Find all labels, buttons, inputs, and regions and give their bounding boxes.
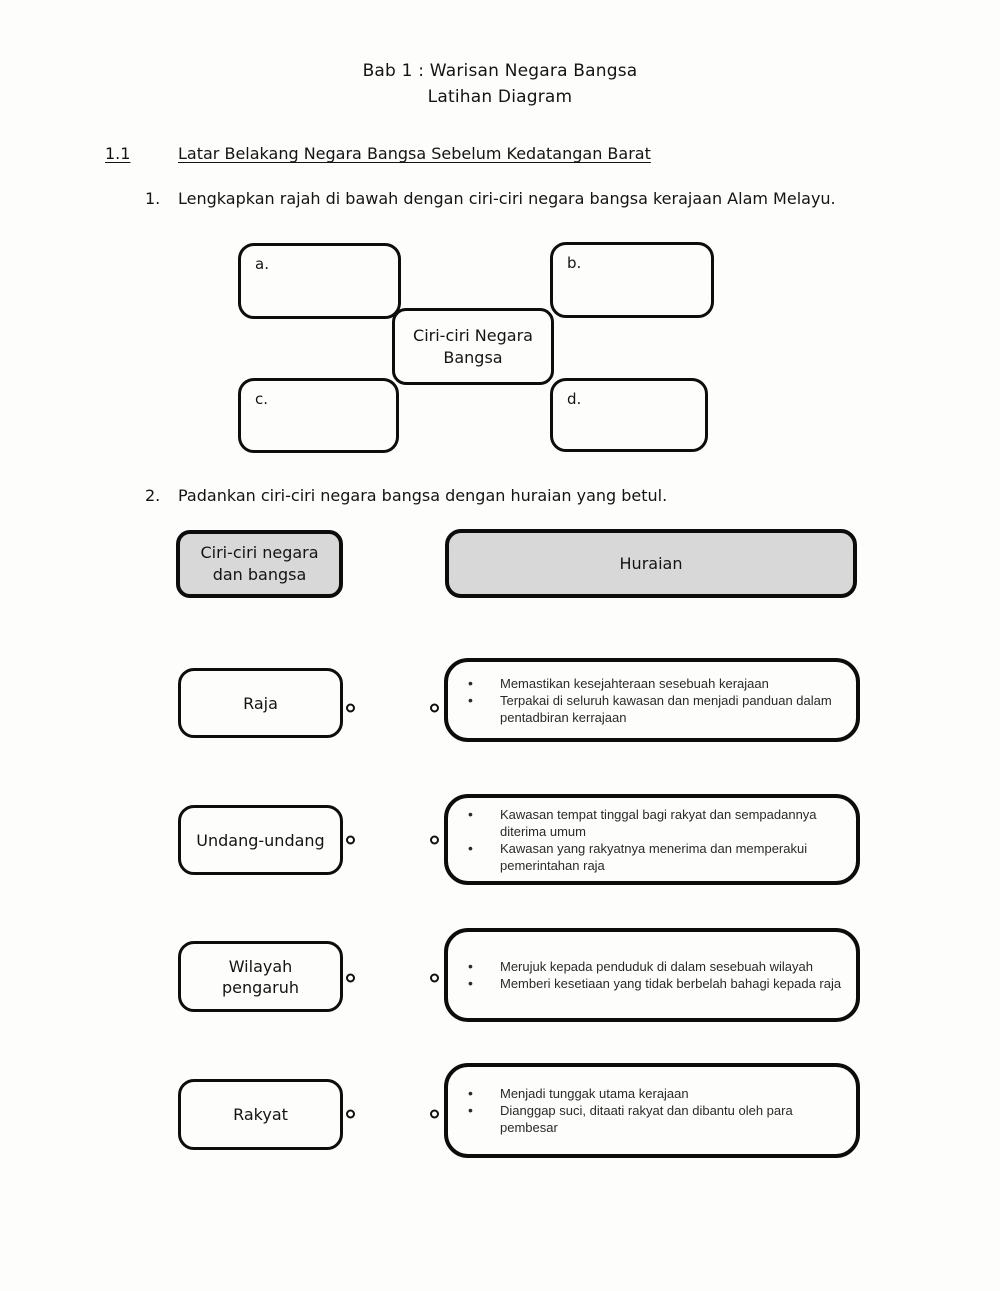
match-dot-left-1[interactable] [346, 703, 355, 713]
match-description-4: Menjadi tunggak utama kerajaan Dianggap … [444, 1063, 860, 1158]
match-description-1: Memastikan kesejahteraan sesebuah keraja… [444, 658, 860, 742]
section-heading: Latar Belakang Negara Bangsa Sebelum Ked… [178, 144, 651, 163]
description-bullet: Kawasan yang rakyatnya menerima dan memp… [462, 840, 848, 874]
diagram-box-b-label: b. [567, 254, 582, 272]
bullet-text: Dianggap suci, ditaati rakyat dan dibant… [500, 1103, 793, 1135]
question-1-text: Lengkapkan rajah di bawah dengan ciri-ci… [178, 189, 836, 208]
bullet-text: Merujuk kepada penduduk di dalam sesebua… [500, 959, 813, 974]
match-header-huraian: Huraian [445, 529, 857, 598]
match-label-wilayah-pengaruh: Wilayah pengaruh [178, 941, 343, 1012]
diagram-answer-box-b[interactable]: b. [550, 242, 714, 318]
diagram-center-label: Ciri-ciri Negara Bangsa [413, 325, 533, 367]
match-dot-right-3[interactable] [430, 973, 439, 983]
title-line-2: Latihan Diagram [427, 87, 573, 107]
match-label-rakyat: Rakyat [178, 1079, 343, 1150]
page-title: Bab 1 : Warisan Negara Bangsa Latihan Di… [0, 58, 1000, 110]
bullet-text: Memastikan kesejahteraan sesebuah keraja… [500, 675, 769, 691]
diagram-answer-box-d[interactable]: d. [550, 378, 708, 452]
match-dot-left-3[interactable] [346, 973, 355, 983]
description-bullet: Dianggap suci, ditaati rakyat dan dibant… [462, 1102, 848, 1136]
description-bullet: Memberi kesetiaan yang tidak berbelah ba… [462, 975, 848, 992]
match-header-criteria: Ciri-ciri negara dan bangsa [176, 530, 343, 598]
bullet-text: Kawasan tempat tinggal bagi rakyat dan s… [500, 806, 817, 839]
question-2-text: Padankan ciri-ciri negara bangsa dengan … [178, 486, 668, 505]
match-description-3: Merujuk kepada penduduk di dalam sesebua… [444, 928, 860, 1022]
description-bullet: Kawasan tempat tinggal bagi rakyat dan s… [462, 806, 848, 840]
bullet-text: Menjadi tunggak utama kerajaan [500, 1086, 689, 1101]
diagram-box-c-label: c. [255, 390, 269, 408]
description-bullet: Menjadi tunggak utama kerajaan [462, 1085, 848, 1102]
match-dot-right-4[interactable] [430, 1109, 439, 1119]
question-2-number: 2. [145, 486, 161, 505]
match-dot-right-2[interactable] [430, 835, 439, 845]
diagram-box-a-label: a. [255, 255, 269, 273]
match-dot-right-1[interactable] [430, 703, 439, 713]
diagram-center-box: Ciri-ciri Negara Bangsa [392, 308, 554, 385]
bullet-text: Memberi kesetiaan yang tidak berbelah ba… [500, 976, 842, 991]
match-dot-left-2[interactable] [346, 835, 355, 845]
bullet-text: Terpakai di seluruh kawasan dan menjadi … [500, 692, 832, 725]
title-line-1: Bab 1 : Warisan Negara Bangsa [362, 61, 638, 81]
match-label-undang-undang: Undang-undang [178, 805, 343, 875]
description-bullet: Merujuk kepada penduduk di dalam sesebua… [462, 958, 848, 975]
question-1-number: 1. [145, 189, 161, 208]
match-dot-left-4[interactable] [346, 1109, 355, 1119]
bullet-text: Kawasan yang rakyatnya menerima dan memp… [500, 840, 808, 873]
diagram-box-d-label: d. [567, 390, 582, 408]
section-number: 1.1 [105, 144, 131, 163]
diagram-answer-box-a[interactable]: a. [238, 243, 401, 319]
diagram-answer-box-c[interactable]: c. [238, 378, 399, 453]
match-description-2: Kawasan tempat tinggal bagi rakyat dan s… [444, 794, 860, 885]
match-label-raja: Raja [178, 668, 343, 738]
description-bullet: Terpakai di seluruh kawasan dan menjadi … [462, 692, 848, 726]
description-bullet: Memastikan kesejahteraan sesebuah keraja… [462, 675, 848, 692]
